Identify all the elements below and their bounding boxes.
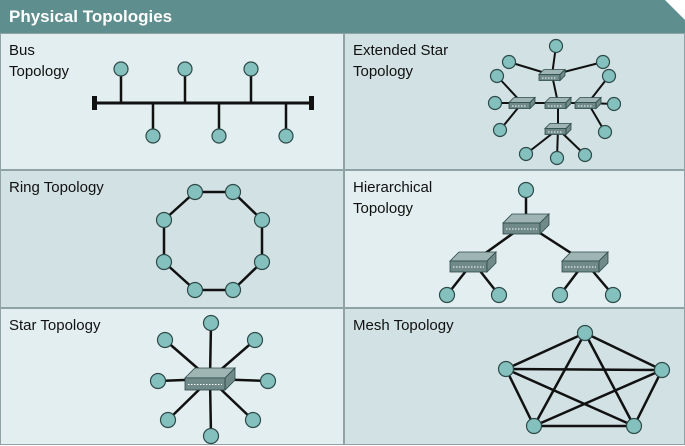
panel-label-mesh: Mesh Topology [353,317,454,334]
computer-node-icon [576,324,594,342]
computer-node-icon [177,61,193,77]
computer-node-icon [211,128,227,144]
computer-node-icon [202,314,220,332]
computer-node-icon [549,150,565,166]
computer-node-icon [149,372,167,390]
extended-star-topology-diagram [487,38,622,166]
switch-icon [184,367,236,391]
panel-label-bus: Bus Topology [9,42,70,80]
mesh-link-line [583,331,636,428]
panel-star-topology: Star Topology [0,308,344,445]
computer-node-icon [487,95,503,111]
computer-node-icon [501,54,517,70]
computer-node-icon [145,128,161,144]
mesh-link-line [583,331,664,372]
computer-node-icon [653,361,671,379]
computer-node-icon [497,360,515,378]
panel-mesh-topology: Mesh Topology [344,308,685,445]
switch-icon [502,213,550,235]
computer-node-icon [606,96,622,112]
panel-bus-topology: Bus Topology [0,33,344,170]
switch-icon [544,122,572,136]
mesh-topology-diagram [497,324,671,435]
computer-node-icon [186,281,204,299]
panel-label-star: Star Topology [9,317,101,334]
mesh-link-line [632,368,664,428]
computer-node-icon [246,331,264,349]
panel-label-hierarchical: Hierarchical Topology [353,179,433,217]
page-title: Physical Topologies [9,7,173,26]
mesh-link-line [504,367,664,372]
computer-node-icon [224,281,242,299]
computer-node-icon [625,417,643,435]
switch-icon [508,96,536,110]
computer-node-icon [244,411,262,429]
computer-node-icon [156,331,174,349]
switch-icon [538,68,566,82]
ring-topology-diagram [155,183,271,299]
computer-node-icon [113,61,129,77]
panel-ring-topology: Ring Topology [0,170,344,308]
computer-node-icon [490,286,508,304]
computer-node-icon [278,128,294,144]
computer-node-icon [604,286,622,304]
panel-hierarchical-topology: Hierarchical Topology [344,170,685,308]
star-topology-diagram [149,314,277,445]
panel-extended-star-topology: Extended Star Topology [344,33,685,170]
computer-node-icon [202,427,220,445]
switch-icon [574,96,602,110]
switch-icon [449,251,497,273]
computer-node-icon [155,253,173,271]
header-background [0,0,685,33]
mesh-link-line [504,331,587,371]
panel-label-extended-star: Extended Star Topology [353,42,449,80]
computer-node-icon [159,411,177,429]
computer-node-icon [595,54,611,70]
computer-node-icon [186,183,204,201]
bus-terminator-icon [92,96,97,110]
computer-node-icon [577,147,593,163]
mesh-link-line [504,367,536,428]
computer-node-icon [243,61,259,77]
computer-node-icon [597,124,613,140]
computer-node-icon [438,286,456,304]
computer-node-icon [224,183,242,201]
bus-terminator-icon [309,96,314,110]
computer-node-icon [259,372,277,390]
header-bar: Physical Topologies [0,0,685,33]
computer-node-icon [489,68,505,84]
computer-node-icon [525,417,543,435]
computer-node-icon [518,146,534,162]
computer-node-icon [601,68,617,84]
hierarchical-topology-diagram [438,181,622,304]
bus-topology-diagram [92,61,314,144]
computer-node-icon [548,38,564,54]
computer-node-icon [492,122,508,138]
mesh-link-line [532,331,587,428]
computer-node-icon [551,286,569,304]
panel-label-ring: Ring Topology [9,179,104,196]
switch-icon [561,251,609,273]
mesh-link-line [532,368,664,428]
computer-node-icon [253,253,271,271]
computer-node-icon [517,181,535,199]
computer-node-icon [155,211,173,229]
computer-node-icon [253,211,271,229]
switch-icon [544,96,572,110]
mesh-link-line [504,367,636,428]
